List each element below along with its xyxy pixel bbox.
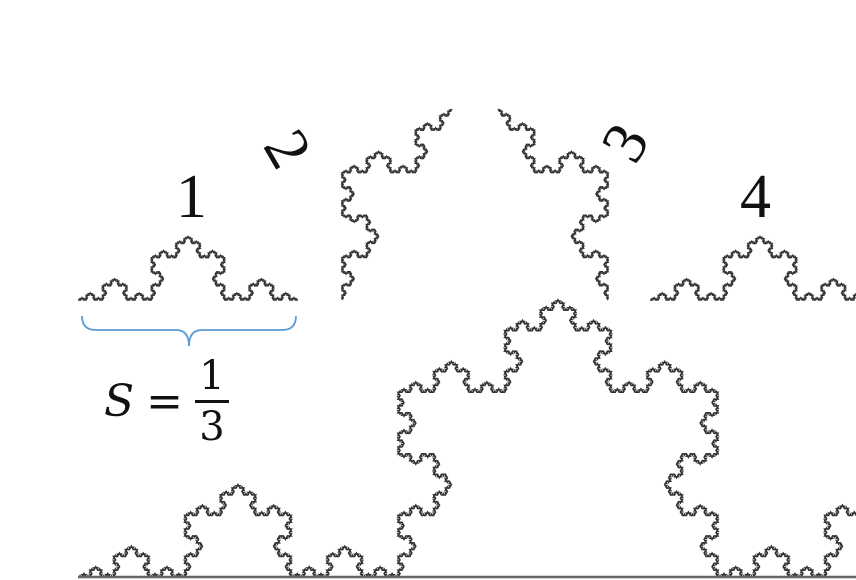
piece-label-4: 4	[740, 163, 771, 231]
scale-brace	[81, 315, 297, 347]
formula-numerator: 1	[199, 353, 225, 399]
formula-variable: S	[104, 376, 135, 427]
koch-piece-4	[650, 235, 856, 301]
koch-piece-2	[340, 108, 453, 301]
scale-formula: S = 1 3	[104, 353, 230, 450]
large-koch-curve	[78, 298, 856, 578]
koch-piece-3	[497, 108, 610, 301]
formula-denominator: 3	[199, 404, 225, 450]
piece-label-1: 1	[176, 163, 207, 231]
fraction-bar	[195, 400, 230, 403]
formula-fraction: 1 3	[195, 353, 230, 450]
koch-piece-1	[78, 235, 298, 301]
formula-equals: =	[146, 376, 184, 427]
